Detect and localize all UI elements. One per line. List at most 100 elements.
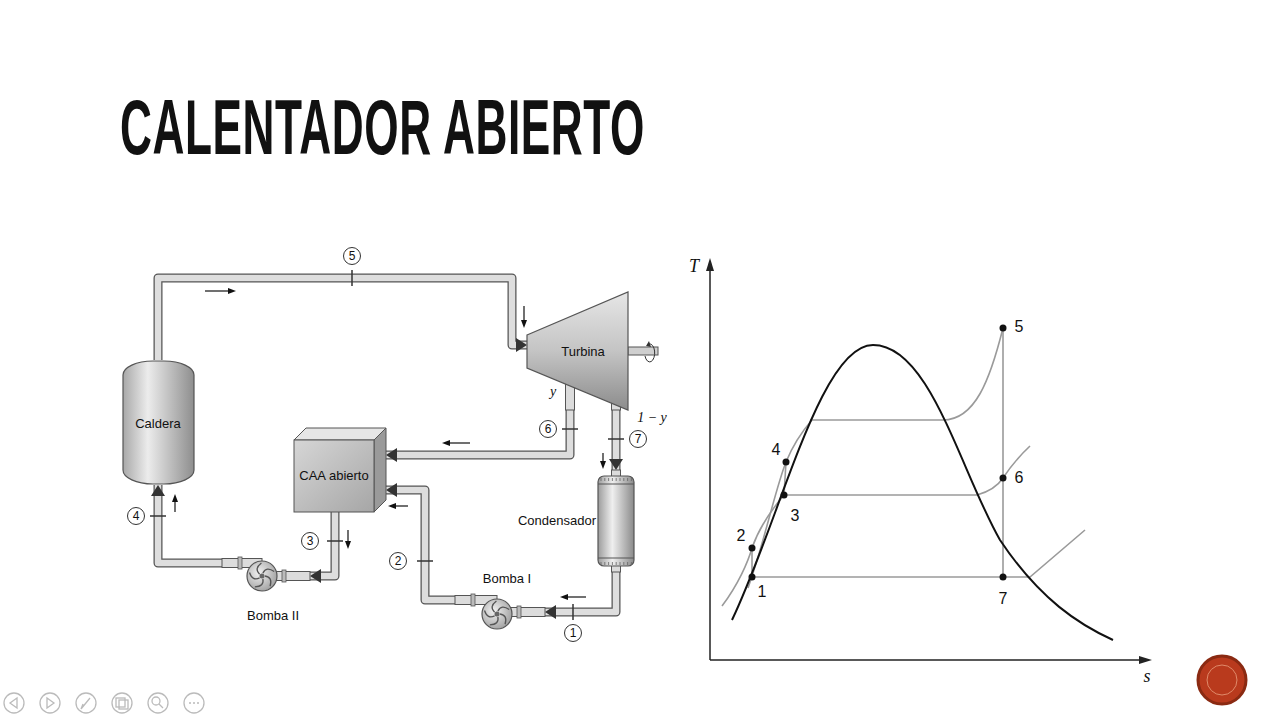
ts-axes	[710, 659, 1142, 661]
condenser-shape	[598, 476, 634, 566]
state-points	[749, 545, 756, 552]
arrow-head	[609, 459, 623, 470]
slide-nav-icons	[116, 698, 125, 707]
callout-number: 4	[127, 507, 145, 525]
ts-process-lines	[810, 328, 1003, 420]
open-feedwater-heater-shape	[294, 428, 386, 440]
callout-number: 3	[301, 532, 319, 550]
slide-nav-icons	[76, 693, 96, 713]
state-number: 3	[791, 508, 800, 524]
turbine-shape	[646, 341, 651, 347]
condenser-shape	[598, 558, 634, 559]
slide-nav-icons	[4, 693, 24, 713]
pump-shape	[500, 614, 506, 624]
state-number: 1	[758, 584, 767, 600]
slide-button	[1198, 656, 1246, 704]
ts-axes	[1139, 656, 1152, 664]
pump-shape	[482, 599, 512, 629]
pump-shape	[238, 557, 242, 569]
pipe-wall	[158, 485, 222, 563]
ts-process-lines	[1002, 328, 1004, 577]
arrow-head	[516, 338, 527, 352]
pipe-bore	[386, 410, 570, 455]
condenser-shape	[620, 478, 621, 481]
condenser-shape	[627, 562, 628, 565]
condenser-shape	[612, 562, 613, 565]
condenser-shape	[608, 478, 609, 481]
state-points	[1000, 574, 1007, 581]
pump-shape	[492, 601, 496, 612]
callout-number: 6	[539, 420, 557, 438]
pump-shape	[260, 574, 265, 579]
condenser-shape	[623, 562, 624, 565]
flow-arrows	[394, 505, 408, 506]
state-number: 2	[737, 528, 746, 544]
slide-nav-icons	[148, 693, 168, 713]
ts-process-lines	[722, 328, 1085, 606]
pump-shape	[257, 563, 261, 574]
slide-nav-icons	[119, 700, 128, 709]
pipe-bore	[386, 490, 455, 600]
pump-shape	[498, 607, 509, 611]
condenser-shape	[601, 562, 602, 565]
state-points	[749, 325, 1007, 581]
pipe	[151, 485, 222, 563]
component-label: Turbina	[561, 344, 605, 360]
callout-number: 2	[389, 552, 407, 570]
state-points	[1000, 325, 1007, 332]
pump: Bomba II	[222, 553, 310, 628]
condenser-shape	[604, 562, 605, 565]
callout-number: 7	[629, 430, 647, 448]
state-number: 4	[772, 442, 781, 458]
condenser-shape	[612, 478, 613, 481]
flow-arrows	[205, 290, 230, 291]
flow-arrows	[388, 503, 396, 509]
ts-diagram	[706, 258, 1152, 664]
axis-label: T	[689, 257, 699, 275]
slide-button	[1207, 665, 1237, 695]
state-tick	[608, 438, 624, 440]
state-tick	[150, 515, 166, 517]
slide-nav-icons	[152, 697, 160, 705]
ts-axes	[706, 258, 714, 271]
pipe	[545, 572, 616, 619]
slide-nav-icons	[112, 693, 132, 713]
pump-shape	[255, 579, 263, 587]
condenser-shape	[631, 562, 632, 565]
saturation-dome	[732, 345, 1113, 640]
open-feedwater-heater-shape	[374, 428, 386, 512]
state-points	[783, 459, 790, 466]
arrow-head	[310, 569, 321, 583]
component-label: Bomba I	[483, 571, 531, 587]
flow-arrows	[172, 494, 178, 502]
pump-shape	[495, 612, 500, 617]
pipe	[609, 410, 623, 470]
state-points	[781, 492, 788, 499]
pipe-wall	[158, 278, 527, 360]
flow-fraction: y	[550, 385, 556, 399]
open-feedwater-heater-shape	[294, 440, 374, 512]
flow-arrows	[566, 596, 586, 597]
arrow-head	[545, 605, 556, 619]
callout-number: 5	[343, 247, 361, 265]
arrow-head	[386, 483, 397, 497]
condenser-shape	[623, 478, 624, 481]
condenser-shape	[601, 478, 631, 565]
condenser-shape	[604, 478, 605, 481]
flow-arrows	[228, 288, 236, 294]
flow-arrows	[600, 461, 606, 469]
state-tick	[150, 270, 624, 620]
pipe	[386, 410, 570, 462]
state-points	[1000, 475, 1007, 482]
pump-shape	[247, 561, 277, 591]
slide-title: CALENTADOR ABIERTO	[120, 88, 645, 166]
pump: Bomba I	[455, 568, 545, 640]
flow-arrows	[523, 306, 524, 322]
pump-shape	[517, 606, 521, 618]
open-feedwater-heater: CAA abierto	[294, 428, 386, 512]
pump-shape	[471, 594, 475, 606]
slide-nav-icons	[81, 698, 90, 709]
boiler-shape	[123, 361, 194, 484]
condenser-shape	[616, 478, 617, 481]
pipe-bore	[158, 485, 222, 563]
